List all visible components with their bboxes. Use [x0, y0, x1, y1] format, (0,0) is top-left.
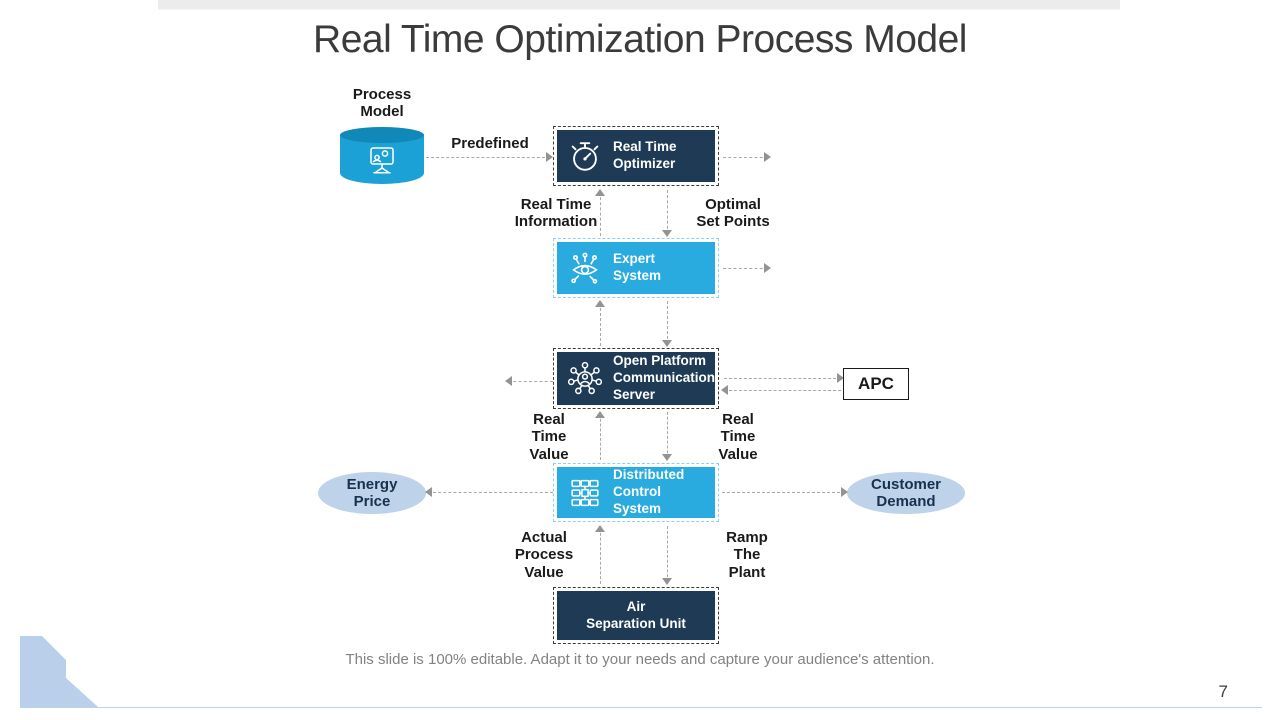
arrowhead [662, 454, 673, 461]
node-label-line: Price [353, 493, 391, 510]
cylinder-top [340, 127, 424, 143]
node-apc[interactable]: APC [843, 368, 909, 400]
arrowhead [662, 578, 673, 585]
slide-title: Real Time Optimization Process Model [313, 18, 967, 61]
arrow-asu-to-dcs [595, 525, 606, 584]
node-label-line: Control [613, 484, 661, 500]
node-energy-price[interactable]: Energy Price [318, 472, 426, 514]
device-network-icon [566, 474, 604, 512]
arrow-rto-to-expert [662, 190, 673, 237]
label-line: Real [722, 411, 754, 428]
real-time-value-left-label: Real Time Value [522, 411, 576, 463]
arrow-rto-output [723, 152, 771, 163]
node-air-separation-unit[interactable]: Air Separation Unit [553, 587, 719, 644]
node-real-time-optimizer[interactable]: Real Time Optimizer [553, 126, 719, 186]
optimal-set-points-label: Optimal Set Points [688, 196, 778, 231]
process-model-label: Process Model [330, 86, 434, 121]
arrowhead [721, 385, 728, 396]
real-time-value-right-label: Real Time Value [711, 411, 765, 463]
arrow-expert-to-rto [595, 189, 606, 236]
label-line: Process [352, 86, 412, 103]
node-label-line: System [613, 500, 662, 516]
label-line: Actual [521, 529, 567, 546]
arrow-predefined [426, 152, 553, 163]
arrow-opc-to-dcs [662, 412, 673, 461]
page-number: 7 [1218, 682, 1228, 701]
arrowhead [546, 152, 553, 163]
node-label-line: Open Platform [613, 353, 707, 369]
arrowhead [662, 230, 673, 237]
real-time-information-label: Real Time Information [498, 196, 614, 231]
arrow-dcs-to-energy-price [425, 487, 553, 498]
node-distributed-control-system[interactable]: Distributed Control System [553, 463, 719, 522]
node-label-line: Energy [346, 475, 398, 493]
label-line: Plant [728, 563, 766, 581]
label-line: Model [360, 103, 404, 121]
label-line: Value [524, 563, 564, 581]
arrow-opc-to-apc [724, 373, 844, 384]
node-label-line: Communication [613, 370, 716, 386]
arrowhead [595, 525, 606, 532]
arrow-expert-to-opc [662, 301, 673, 347]
cylinder-body [340, 135, 424, 184]
node-expert-system[interactable]: Expert System [553, 238, 719, 298]
footer-note: This slide is 100% editable. Adapt it to… [345, 651, 935, 668]
arrow-dcs-to-asu [662, 526, 673, 585]
node-label-line: Real Time [613, 139, 677, 155]
ramp-the-plant-label: Ramp The Plant [720, 529, 774, 581]
arrowhead [505, 376, 512, 387]
predefined-label: Predefined [451, 135, 529, 152]
arrowhead [662, 340, 673, 347]
arrowhead [595, 189, 606, 196]
presentation-gear-icon [370, 147, 394, 174]
label-line: Information [514, 213, 598, 231]
arrowhead [837, 373, 844, 384]
node-label-line: Expert [613, 251, 656, 267]
top-strip [158, 0, 1120, 10]
arrowhead [764, 152, 771, 163]
actual-process-value-label: Actual Process Value [506, 529, 582, 581]
label-line: Ramp [726, 529, 768, 546]
people-network-icon [566, 360, 604, 398]
node-label-line: Optimizer [613, 156, 676, 171]
arrowhead [764, 263, 771, 274]
label-line: Time [720, 428, 756, 446]
label-line: Value [718, 445, 758, 463]
node-customer-demand[interactable]: Customer Demand [847, 472, 965, 514]
node-label-line: Distributed [613, 467, 685, 483]
node-label-line: Air [626, 598, 646, 614]
node-opc-server[interactable]: Open Platform Communication Server [553, 348, 719, 409]
arrow-opc-to-expert [595, 300, 606, 346]
arrow-opc-output-left [505, 376, 553, 387]
node-label-line: APC [858, 374, 894, 393]
arrow-dcs-to-customer-demand [722, 487, 848, 498]
node-label-line: Demand [876, 493, 936, 510]
label-line: Real [533, 411, 565, 428]
label-line: Process [514, 546, 574, 564]
node-label-line: Separation Unit [586, 615, 686, 631]
stopwatch-icon [566, 137, 604, 175]
label-line: Time [531, 428, 567, 446]
corner-decoration [20, 636, 98, 707]
process-model-cylinder[interactable] [340, 127, 424, 184]
arrowhead [841, 487, 848, 498]
label-line: Value [529, 445, 569, 463]
label-line: Optimal [705, 196, 761, 213]
label-line: The [733, 546, 761, 564]
node-label-line: System [613, 268, 662, 283]
arrowhead [595, 411, 606, 418]
arrow-expert-output [723, 263, 771, 274]
node-label-line: Server [613, 386, 656, 402]
label-line: Set Points [696, 213, 770, 231]
footer-divider-line [20, 707, 1262, 708]
arrowhead [425, 487, 432, 498]
node-label-line: Customer [870, 475, 941, 493]
arrow-apc-to-opc [721, 385, 841, 396]
arrowhead [595, 300, 606, 307]
smart-eye-icon [566, 249, 604, 287]
arrow-dcs-to-opc [595, 411, 606, 460]
label-line: Real Time [520, 196, 592, 213]
